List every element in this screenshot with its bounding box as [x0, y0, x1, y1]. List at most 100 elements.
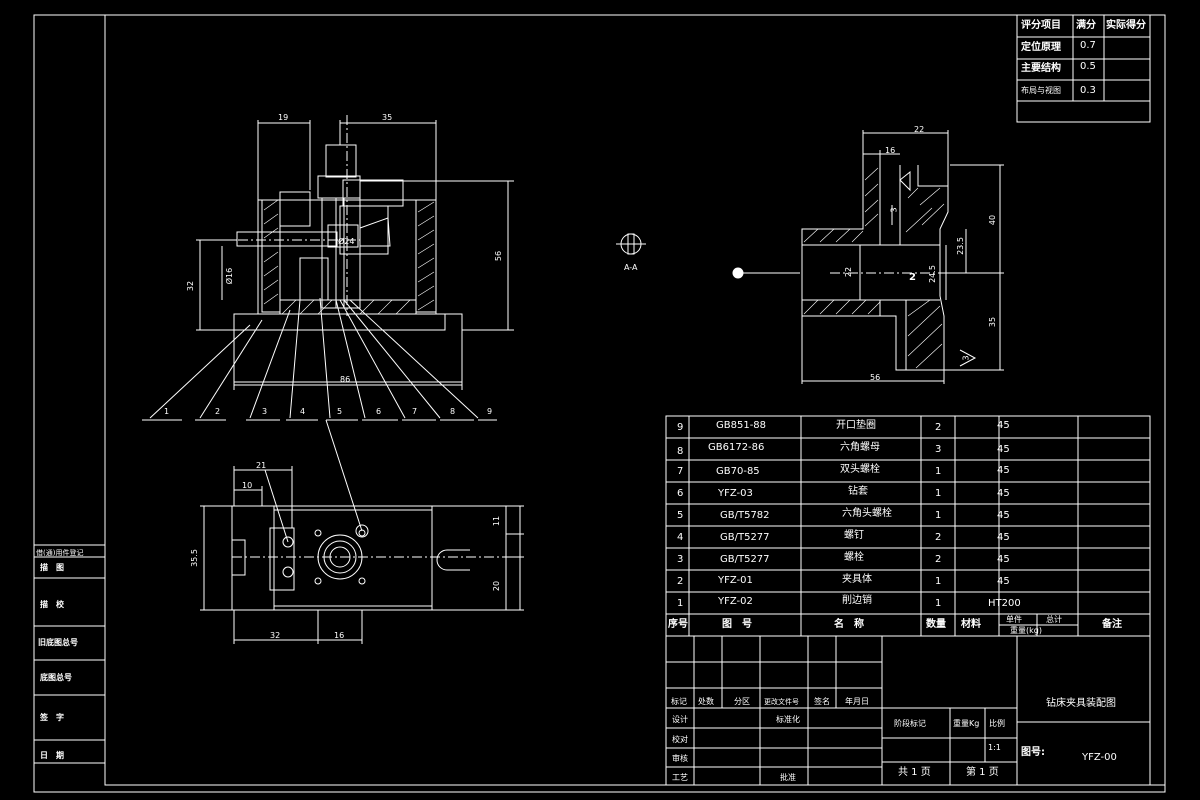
- right-view-hatching: [803, 167, 945, 369]
- dim-label: 16: [334, 631, 345, 640]
- score-header-actual: 实际得分: [1106, 20, 1146, 31]
- bom-mat: 45: [997, 532, 1010, 543]
- bom-no: 1: [677, 598, 684, 609]
- drawing-no: YFZ-00: [1082, 752, 1117, 763]
- drawing-no-label: 图号:: [1021, 747, 1045, 758]
- dim-label: 22: [914, 125, 925, 134]
- bom-no: 4: [677, 532, 684, 543]
- bom-name: 六角头螺栓: [842, 508, 892, 519]
- score-item: 布局与视图: [1021, 86, 1061, 95]
- dim-label: Ø24: [338, 237, 355, 246]
- bom-code: YFZ-03: [718, 488, 753, 499]
- inner-frame: [104, 14, 1166, 786]
- score-table-grid: [1016, 14, 1151, 123]
- dim-label: 3: [889, 207, 899, 213]
- title-block-grid: [665, 635, 1151, 786]
- bom-mat: 45: [997, 444, 1010, 455]
- bom-header-note: 备注: [1102, 619, 1122, 630]
- tb-label: 处数: [698, 697, 714, 706]
- bom-mat: 45: [997, 510, 1010, 521]
- score-header-item: 评分项目: [1021, 20, 1061, 31]
- tb-approve: 批准: [780, 773, 796, 782]
- tb-label: 签名: [814, 697, 830, 706]
- bom-mat: 45: [997, 576, 1010, 587]
- score-item: 主要结构: [1021, 63, 1061, 74]
- side-label: 底图总号: [40, 673, 72, 682]
- bom-name: 削边销: [842, 595, 872, 606]
- bom-name: 螺钉: [844, 530, 864, 541]
- bom-code: GB70-85: [716, 466, 760, 477]
- dim-label: 56: [870, 373, 881, 382]
- tb-weight: 重量Kg: [953, 719, 980, 728]
- bom-qty: 2: [935, 532, 942, 543]
- bom-no: 7: [677, 466, 684, 477]
- bom-qty: 1: [935, 466, 942, 477]
- side-label: 旧底图总号: [38, 638, 78, 647]
- bom-qty: 1: [935, 510, 942, 521]
- bom-qty: 2: [935, 422, 942, 433]
- dim-label: 56: [494, 250, 504, 262]
- balloon-number: 3: [262, 407, 268, 416]
- dim-label: 35: [382, 113, 393, 122]
- dim-label: 10: [242, 481, 253, 490]
- tb-label: 标记: [671, 697, 687, 706]
- front-view-hatching: [263, 199, 435, 315]
- section-label: A-A: [624, 263, 638, 272]
- dim-label: 3: [961, 355, 971, 361]
- bom-header-no: 序号: [668, 619, 688, 630]
- dim-label: 16: [885, 146, 896, 155]
- score-item: 定位原理: [1021, 42, 1061, 53]
- bom-no: 3: [677, 554, 684, 565]
- dim-label: Ø16: [225, 267, 235, 285]
- bom-header-mat: 材料: [961, 619, 981, 630]
- dim-label: 40: [988, 214, 998, 226]
- tb-label: 分区: [734, 697, 750, 706]
- bom-name: 夹具体: [842, 574, 872, 585]
- score-full: 0.3: [1080, 85, 1096, 96]
- balloon-number: 1: [164, 407, 170, 416]
- right-view: [732, 130, 1004, 384]
- dim-label: 86: [340, 375, 351, 384]
- section-aa-symbol: [616, 233, 646, 255]
- dim-label: 11: [492, 515, 502, 527]
- balloon-number: 2: [215, 407, 221, 416]
- side-strip-grid: [33, 544, 106, 764]
- bom-code: YFZ-01: [718, 575, 753, 586]
- tb-label: 工艺: [672, 773, 688, 782]
- bom-header-qty: 数量: [926, 619, 946, 630]
- bom-no: 9: [677, 422, 684, 433]
- balloon-number: 4: [300, 407, 306, 416]
- bom-code: GB/T5782: [720, 510, 770, 521]
- bom-header-weight: 重量(kg): [1010, 626, 1042, 635]
- bom-grid: [665, 415, 1151, 637]
- bom-header-name: 名 称: [834, 619, 864, 630]
- bom-mat: 45: [997, 488, 1010, 499]
- balloon-number: 7: [412, 407, 418, 416]
- balloon-number: 5: [337, 407, 343, 416]
- bom-mat: 45: [997, 554, 1010, 565]
- side-label: 借(通)用件登记: [36, 549, 84, 557]
- bom-qty: 1: [935, 598, 942, 609]
- bom-name: 开口垫圈: [836, 420, 876, 431]
- tb-scale-label: 比例: [989, 719, 1005, 728]
- dim-label: 19: [278, 113, 289, 122]
- tb-label: 年月日: [845, 697, 869, 706]
- side-label: 描 图: [40, 563, 64, 572]
- side-label: 签 字: [40, 713, 64, 722]
- tb-label: 设计: [672, 715, 688, 724]
- dim-label: 35.5: [189, 549, 199, 567]
- bom-no: 6: [677, 488, 684, 499]
- bom-name: 六角螺母: [840, 442, 880, 453]
- dim-label: 35: [988, 316, 998, 328]
- score-full: 0.5: [1080, 61, 1096, 72]
- dim-label: 21: [256, 461, 267, 470]
- outer-frame: [33, 14, 1166, 793]
- bom-code: YFZ-02: [718, 596, 753, 607]
- tb-label: 校对: [672, 735, 688, 744]
- bom-qty: 1: [935, 488, 942, 499]
- bom-name: 双头螺栓: [840, 464, 880, 475]
- bom-mat: HT200: [988, 598, 1021, 609]
- bom-code: GB851-88: [716, 420, 767, 431]
- bom-mat: 45: [997, 465, 1010, 476]
